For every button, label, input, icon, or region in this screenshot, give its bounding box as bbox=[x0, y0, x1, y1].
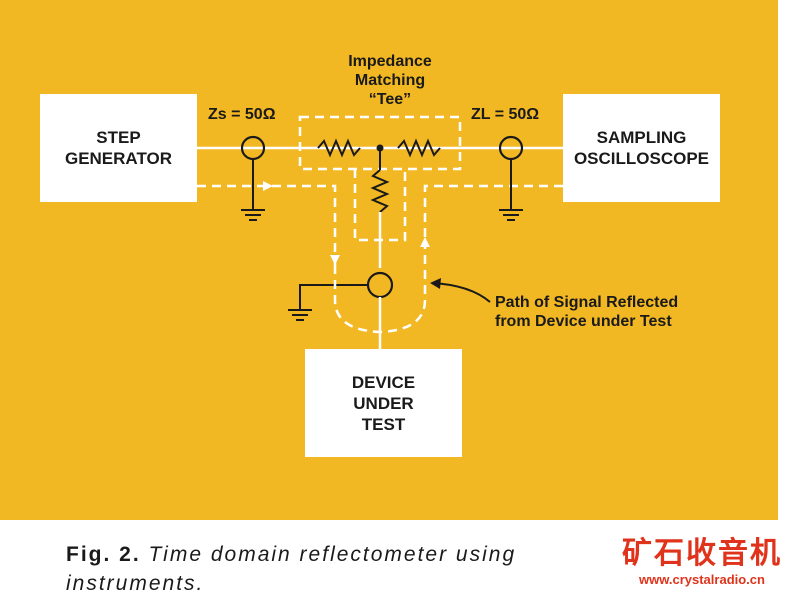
dut-line2: UNDER bbox=[353, 393, 414, 413]
reflection-note: Path of Signal Reflected from Device und… bbox=[495, 293, 678, 331]
reflection-note-line2: from Device under Test bbox=[495, 313, 672, 330]
tee-title: Impedance Matching “Tee” bbox=[320, 52, 460, 109]
oscilloscope-line1: SAMPLING bbox=[596, 128, 687, 147]
device-under-test-box: DEVICE UNDER TEST bbox=[305, 349, 462, 457]
caption-line1: Time domain reflectometer using bbox=[148, 543, 517, 566]
resistor-vertical bbox=[370, 169, 390, 213]
watermark-logo: 矿石收音机 www.crystalradio.cn bbox=[622, 536, 782, 588]
arrow-down-icon bbox=[330, 255, 340, 265]
note-pointer bbox=[431, 282, 491, 303]
arrow-left-icon bbox=[430, 278, 441, 289]
arrow-right-icon bbox=[263, 181, 273, 191]
figure-caption: Fig. 2. Time domain reflectometer using … bbox=[66, 540, 626, 598]
resistor-right bbox=[397, 138, 441, 158]
watermark-url: www.crystalradio.cn bbox=[639, 572, 765, 587]
step-generator-box: STEP GENERATOR bbox=[40, 94, 197, 202]
sampling-oscilloscope-box: SAMPLING OSCILLOSCOPE bbox=[563, 94, 720, 202]
arrow-up-icon bbox=[420, 237, 430, 247]
load-impedance-label: ZL = 50Ω bbox=[471, 106, 540, 123]
connector-bottom bbox=[366, 271, 394, 299]
step-generator-line1: STEP bbox=[96, 128, 141, 147]
dut-line1: DEVICE bbox=[351, 372, 416, 392]
dut-line3: TEST bbox=[361, 414, 406, 434]
source-impedance-label: Zs = 50Ω bbox=[208, 106, 276, 123]
tee-title-line2: Matching bbox=[354, 72, 426, 89]
junction-dot bbox=[376, 144, 384, 152]
caption-fig-number: Fig. 2. bbox=[66, 543, 141, 566]
tee-title-line3: “Tee” bbox=[368, 91, 412, 108]
reflected-path bbox=[333, 245, 427, 334]
tee-title-line1: Impedance bbox=[348, 53, 432, 70]
return-path-right bbox=[423, 184, 563, 245]
reflection-note-line1: Path of Signal Reflected bbox=[495, 294, 679, 311]
step-generator-line2: GENERATOR bbox=[64, 149, 173, 168]
resistor-left bbox=[317, 138, 361, 158]
watermark-chinese: 矿石收音机 bbox=[622, 536, 782, 571]
ground-wire-bottom bbox=[299, 284, 368, 310]
oscilloscope-line2: OSCILLOSCOPE bbox=[573, 149, 710, 168]
caption-line2: instruments. bbox=[66, 572, 205, 595]
forward-path-left bbox=[197, 184, 337, 265]
